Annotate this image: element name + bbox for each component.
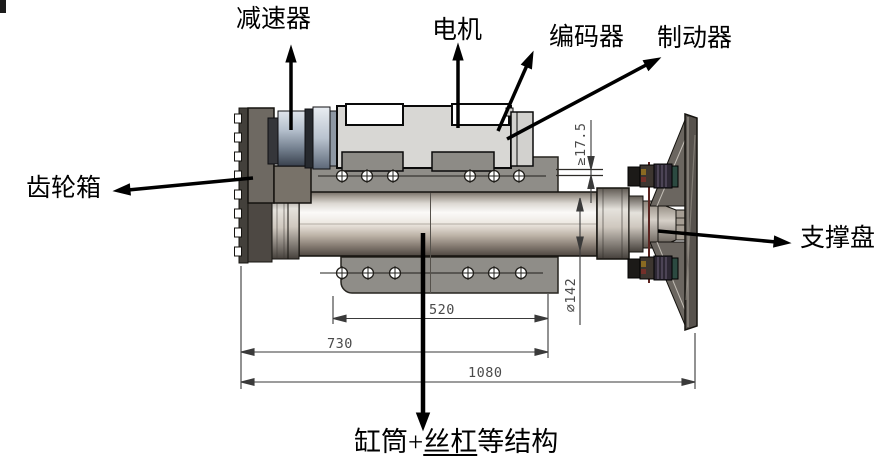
cylinder-structure-arrow-icon	[415, 233, 431, 432]
reducer-body	[267, 106, 338, 170]
encoder-cap	[510, 111, 534, 167]
gearbox-serrated-edge	[234, 113, 242, 257]
support-plate-label: 支撑盘	[800, 225, 875, 252]
dim-text-1080: 1080	[468, 365, 503, 381]
gearbox-arrow-icon	[112, 176, 254, 196]
dim-520	[332, 314, 549, 323]
motor-label: 电机	[432, 17, 483, 44]
dim-730	[240, 347, 549, 357]
spring-bolt-upper	[627, 163, 679, 189]
spring-bolt-lower	[627, 255, 679, 281]
gap-reference-lines	[556, 168, 603, 177]
support-plate-arrow-icon	[657, 229, 792, 248]
brake-label: 制动器	[657, 25, 733, 52]
dim-text-diameter: ∅142	[563, 277, 579, 313]
bolt-holes	[318, 169, 546, 280]
cylinder-structure-prefix: 缸筒+	[354, 427, 424, 457]
dim-text-520: 520	[429, 302, 455, 318]
brake-arrow-icon	[506, 57, 662, 141]
motor-body	[336, 103, 534, 172]
shaft-steps	[596, 187, 686, 260]
cylinder-structure-suffix: 等结构	[477, 427, 559, 457]
dim-1080	[240, 377, 696, 387]
cylinder-barrel	[271, 186, 598, 260]
dim-text-730: 730	[327, 336, 353, 352]
dim-diameter-142	[576, 197, 584, 325]
gusset-lower	[649, 241, 686, 326]
dim-text-min-gap: ≥17.5	[573, 122, 589, 166]
cylinder-structure-underlined: 丝杠	[423, 427, 478, 457]
reducer-arrow-icon	[285, 44, 297, 130]
leader-arrows	[112, 42, 792, 432]
dim-min-gap	[587, 120, 595, 203]
encoder-arrow-icon	[496, 50, 534, 132]
cylinder-structure-label: 缸筒+丝杠等结构	[354, 428, 558, 456]
motor-arrow-icon	[452, 42, 464, 128]
corner-mark	[0, 0, 6, 13]
gusset-upper	[649, 119, 686, 207]
gearbox-label: 齿轮箱	[26, 175, 102, 202]
dimension-lines	[240, 120, 696, 389]
encoder-label: 编码器	[549, 24, 625, 51]
reducer-label: 减速器	[236, 6, 312, 33]
